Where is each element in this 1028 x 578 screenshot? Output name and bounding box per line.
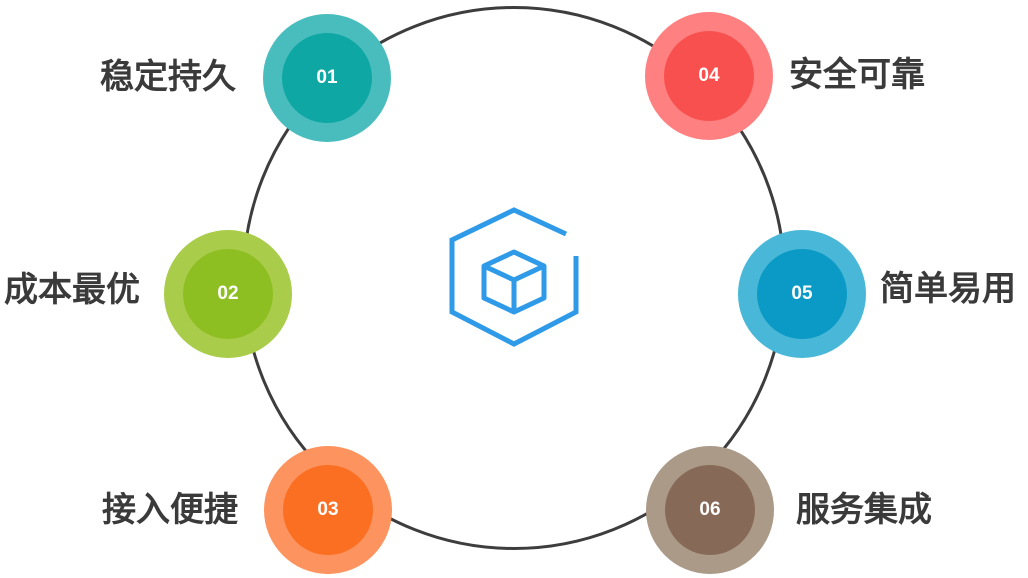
feature-node-06: 06 xyxy=(646,446,774,574)
feature-node-05: 05 xyxy=(738,230,866,358)
feature-number: 04 xyxy=(664,31,754,121)
cube-icon xyxy=(449,207,579,347)
feature-label-02: 成本最优 xyxy=(4,270,140,310)
feature-number: 01 xyxy=(282,33,372,123)
feature-label-04: 安全可靠 xyxy=(789,55,925,95)
feature-label-01: 稳定持久 xyxy=(100,57,236,97)
feature-number: 06 xyxy=(665,465,755,555)
feature-label-06: 服务集成 xyxy=(796,490,932,530)
feature-number: 03 xyxy=(283,465,373,555)
feature-number: 02 xyxy=(183,249,273,339)
feature-node-01: 01 xyxy=(263,14,391,142)
feature-node-02: 02 xyxy=(164,230,292,358)
feature-node-04: 04 xyxy=(645,12,773,140)
feature-label-05: 简单易用 xyxy=(880,269,1016,309)
feature-label-03: 接入便捷 xyxy=(102,490,238,530)
feature-node-03: 03 xyxy=(264,446,392,574)
feature-number: 05 xyxy=(757,249,847,339)
